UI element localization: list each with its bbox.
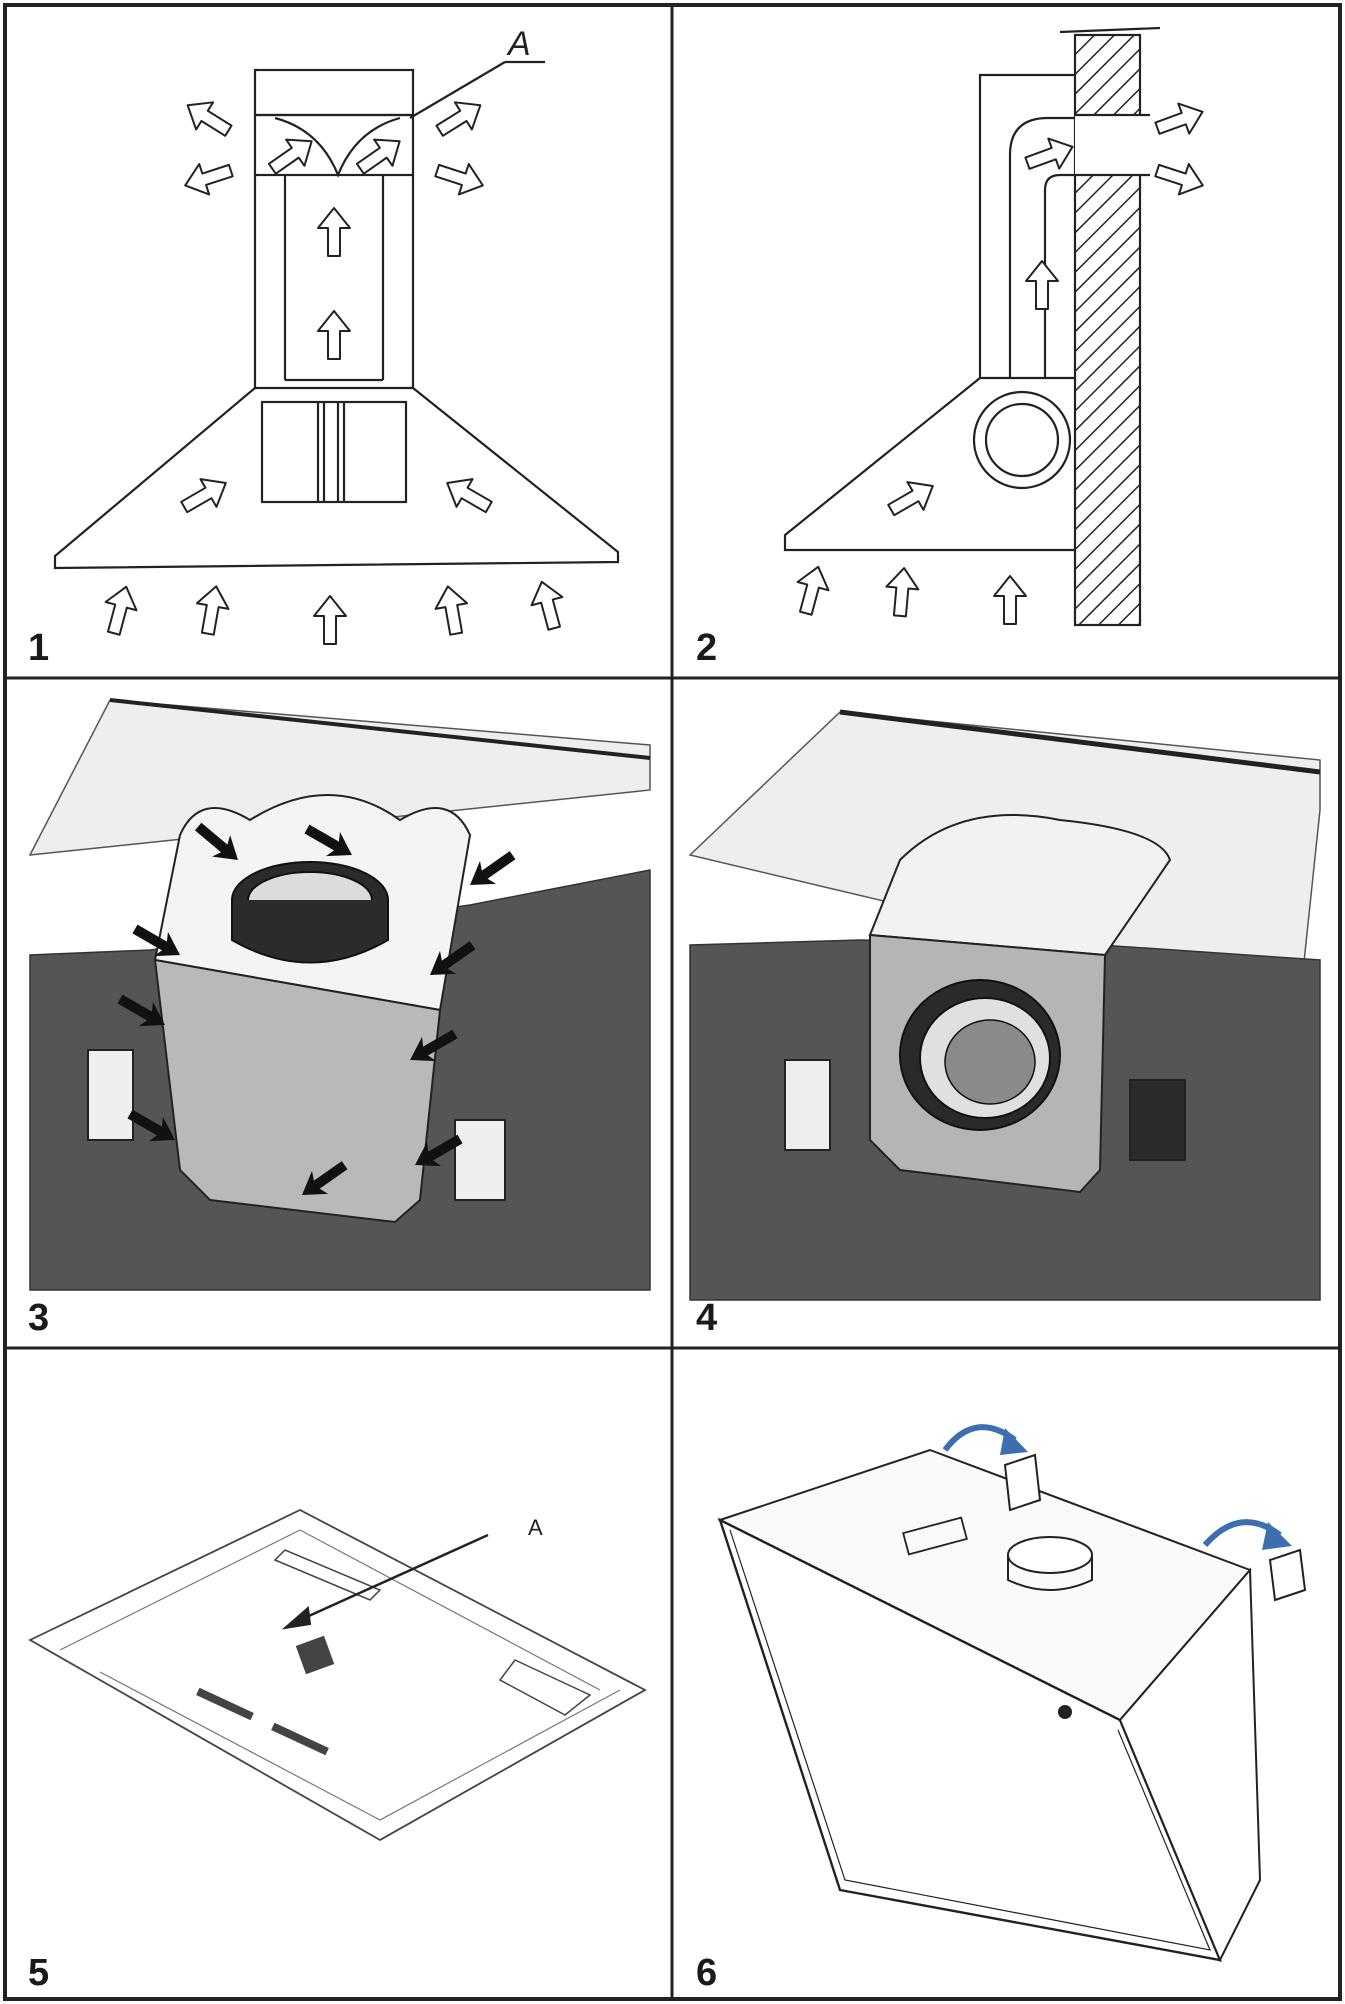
panel-3-number: 3 — [28, 1297, 49, 1339]
panel-4-number: 4 — [696, 1297, 717, 1339]
panel-1-number: 1 — [28, 627, 49, 669]
panel-5-label: A — [528, 1515, 543, 1540]
panel-4-mounted-flange: 4 — [688, 709, 1321, 1339]
panel-6-rotate-arrows — [942, 1424, 1292, 1550]
panel-6-number: 6 — [696, 1952, 717, 1994]
panel-5-number: 5 — [28, 1952, 49, 1994]
panel-2-wall-hood: 2 — [696, 26, 1210, 669]
panel-3-adapter-plate: 3 — [28, 698, 651, 1339]
panel-5-template: A 5 — [28, 1508, 647, 1994]
panel-6-inclined-hood: 6 — [696, 1424, 1307, 1994]
panel-1-label: A — [506, 25, 531, 63]
panel-2-number: 2 — [696, 627, 717, 669]
panel-grid — [3, 3, 1342, 2001]
panel-1-chimney-hood: A 1 — [28, 25, 620, 669]
